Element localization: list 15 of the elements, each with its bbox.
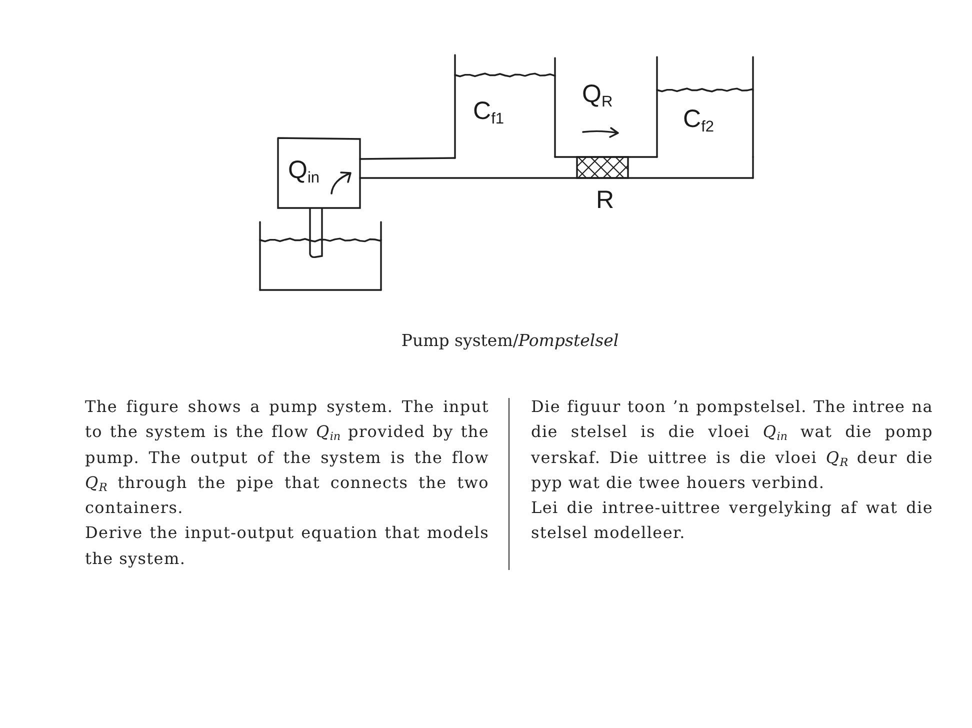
pump-box [278,138,360,208]
pipe [360,157,753,179]
paragraph: Die figuur toon ’n pompstelsel. The intree na die stelsel is die vloei Q$_{in}$ wat die pomp verskaf. Die uittree is die vloei Q$_{R}$ deur die pyp wat die twee houers verbind. [531,396,933,494]
paragraph: Derive the input-output equation that models the system. [85,522,489,570]
capacitance-label: C$_{f1}$ [473,99,504,124]
capacitance-label: C$_{f2}$ [683,107,714,132]
resistance-label: R [596,188,614,213]
caption: Pump system/Pompstelsel [401,331,619,350]
flow-label: Q$_{R}$ [582,82,613,107]
paragraph: Lei die intree-uittree vergelyking af wat die stelsel modelleer. [531,497,933,544]
paragraph: The figure shows a pump system. The input to the system is the flow Q$_{in}$ provided by the pump. The output of the system is the flow Q$_{R}$ through the pipe that connects the two containers. [85,396,489,520]
tank [657,57,753,157]
flow-label: Q$_{in}$ [288,158,320,183]
reservoir-tank [260,222,381,290]
tank [455,55,555,157]
